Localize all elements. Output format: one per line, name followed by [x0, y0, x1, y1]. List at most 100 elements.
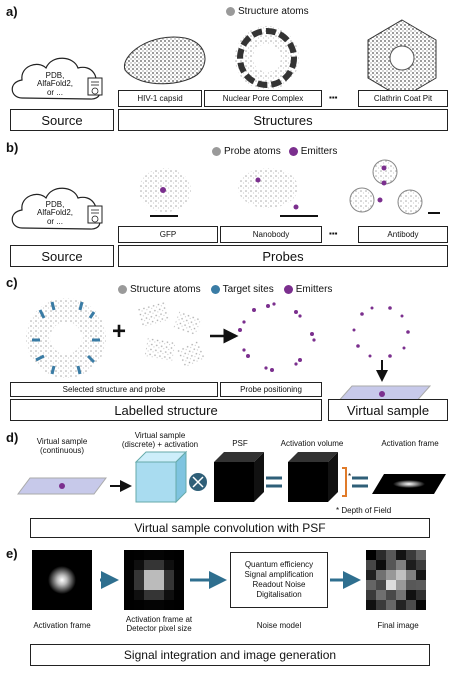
- pixel: [154, 580, 164, 590]
- pixel: [386, 570, 396, 580]
- cloud-line-1: PDB,: [45, 200, 65, 209]
- pixel: [174, 560, 184, 570]
- probe-label-gfp: GFP: [118, 226, 218, 243]
- plus-sign: +: [112, 318, 127, 345]
- clathrin-coat-pit-image: [367, 19, 437, 99]
- activation-frame-plane: [372, 474, 446, 494]
- cloud-line-3: or ...: [46, 216, 63, 226]
- pixel: [174, 600, 184, 610]
- legend-probe-atoms: Probe atoms: [224, 146, 281, 157]
- panel-e-label: e): [6, 546, 18, 561]
- structures-box: Structures: [118, 109, 448, 131]
- noise-line-digital: Digitalisation: [256, 590, 302, 599]
- virtual-sample-image: [334, 306, 432, 405]
- pixel: [164, 570, 174, 580]
- target-sites-dot: [210, 285, 220, 294]
- labelled-structure-box: Labelled structure: [10, 399, 322, 421]
- probe-label-nanobody: Nanobody: [220, 226, 322, 243]
- pixel: [134, 570, 144, 580]
- legend-emitters: Emitters: [300, 146, 338, 157]
- caption-noise-model: Noise model: [256, 621, 302, 630]
- pixel: [134, 590, 144, 600]
- source-box-b: Source: [10, 245, 114, 267]
- dof-note: * Depth of Field: [336, 506, 392, 515]
- activation-frame-image: [32, 550, 92, 610]
- equals-sign-2: [352, 476, 368, 488]
- pixel: [134, 550, 144, 560]
- pixel: [386, 600, 396, 610]
- caption-activation-frame-d: Activation frame: [381, 439, 439, 448]
- pixel: [396, 600, 406, 610]
- pixel: [144, 590, 154, 600]
- pixel: [416, 550, 426, 560]
- pixel: [406, 570, 416, 580]
- psf-cube: [214, 452, 264, 502]
- selected-structure-probe-box: Selected structure and probe: [10, 382, 218, 397]
- final-image: [366, 550, 426, 610]
- discrete-sample-cube: [134, 450, 188, 504]
- pixel: [124, 580, 134, 590]
- pixel: [396, 550, 406, 560]
- caption-detector: Activation frame at Detector pixel size: [125, 615, 193, 633]
- pixel: [376, 570, 386, 580]
- pixelated-frame-image: [124, 550, 184, 610]
- pixel: [386, 550, 396, 560]
- pixel: [124, 590, 134, 600]
- probe-atoms-dot: [212, 147, 221, 156]
- pixel: [366, 570, 376, 580]
- caption-psf: PSF: [232, 439, 248, 448]
- pixel: [376, 580, 386, 590]
- pixel: [416, 560, 426, 570]
- pixel: [174, 550, 184, 560]
- pixel: [154, 550, 164, 560]
- pixel: [144, 550, 154, 560]
- legend-structure-atoms-c: Structure atoms: [130, 284, 201, 295]
- equals-sign: [266, 476, 282, 488]
- legend-structure-atoms: Structure atoms: [238, 6, 309, 17]
- cloud-text-a: PDB, AlfaFold2, or ...: [20, 71, 90, 97]
- pixel: [174, 590, 184, 600]
- pixel: [366, 580, 376, 590]
- continuous-sample-plane: [17, 477, 107, 495]
- probes-box: Probes: [118, 245, 448, 267]
- cloud-line-3: or ...: [46, 87, 63, 97]
- probe-positioning-image: [238, 302, 316, 372]
- pixel: [174, 570, 184, 580]
- nanobody-probe-image: [238, 168, 318, 217]
- cloud-icon-b: [11, 187, 103, 230]
- caption-activation-frame-e: Activation frame: [33, 621, 91, 630]
- probe-label-antibody: Antibody: [358, 226, 448, 243]
- pixel: [366, 590, 376, 600]
- antibody-probe-image: [349, 159, 440, 215]
- caption-discrete: Virtual sample (discrete) + activation: [121, 431, 199, 449]
- signal-title-box: Signal integration and image generation: [30, 644, 430, 666]
- pixel: [386, 580, 396, 590]
- pixel: [416, 580, 426, 590]
- pixel: [124, 550, 134, 560]
- emitters-dot: [288, 147, 298, 156]
- cloud-line-1: PDB,: [45, 71, 65, 80]
- panel-a-legend: Structure atoms: [226, 6, 309, 17]
- pixel: [396, 580, 406, 590]
- pixel: [134, 560, 144, 570]
- pixel: [416, 590, 426, 600]
- pixel: [376, 590, 386, 600]
- pixel: [406, 560, 416, 570]
- pixel: [386, 560, 396, 570]
- gfp-probe-image: [139, 168, 191, 217]
- legend-emitters-c: Emitters: [295, 284, 333, 295]
- probe-positioning-box: Probe positioning: [220, 382, 322, 397]
- panel-b-legend: Probe atoms Emitters: [212, 146, 337, 157]
- pixel: [366, 560, 376, 570]
- caption-final-image: Final image: [377, 621, 419, 630]
- pixel: [366, 600, 376, 610]
- panel-a-label: a): [6, 4, 18, 19]
- pixel: [406, 590, 416, 600]
- pixel: [124, 560, 134, 570]
- pixel: [124, 600, 134, 610]
- pixel: [144, 600, 154, 610]
- pixel: [164, 580, 174, 590]
- pixel: [164, 600, 174, 610]
- noise-line-amp: Signal amplification: [244, 570, 314, 579]
